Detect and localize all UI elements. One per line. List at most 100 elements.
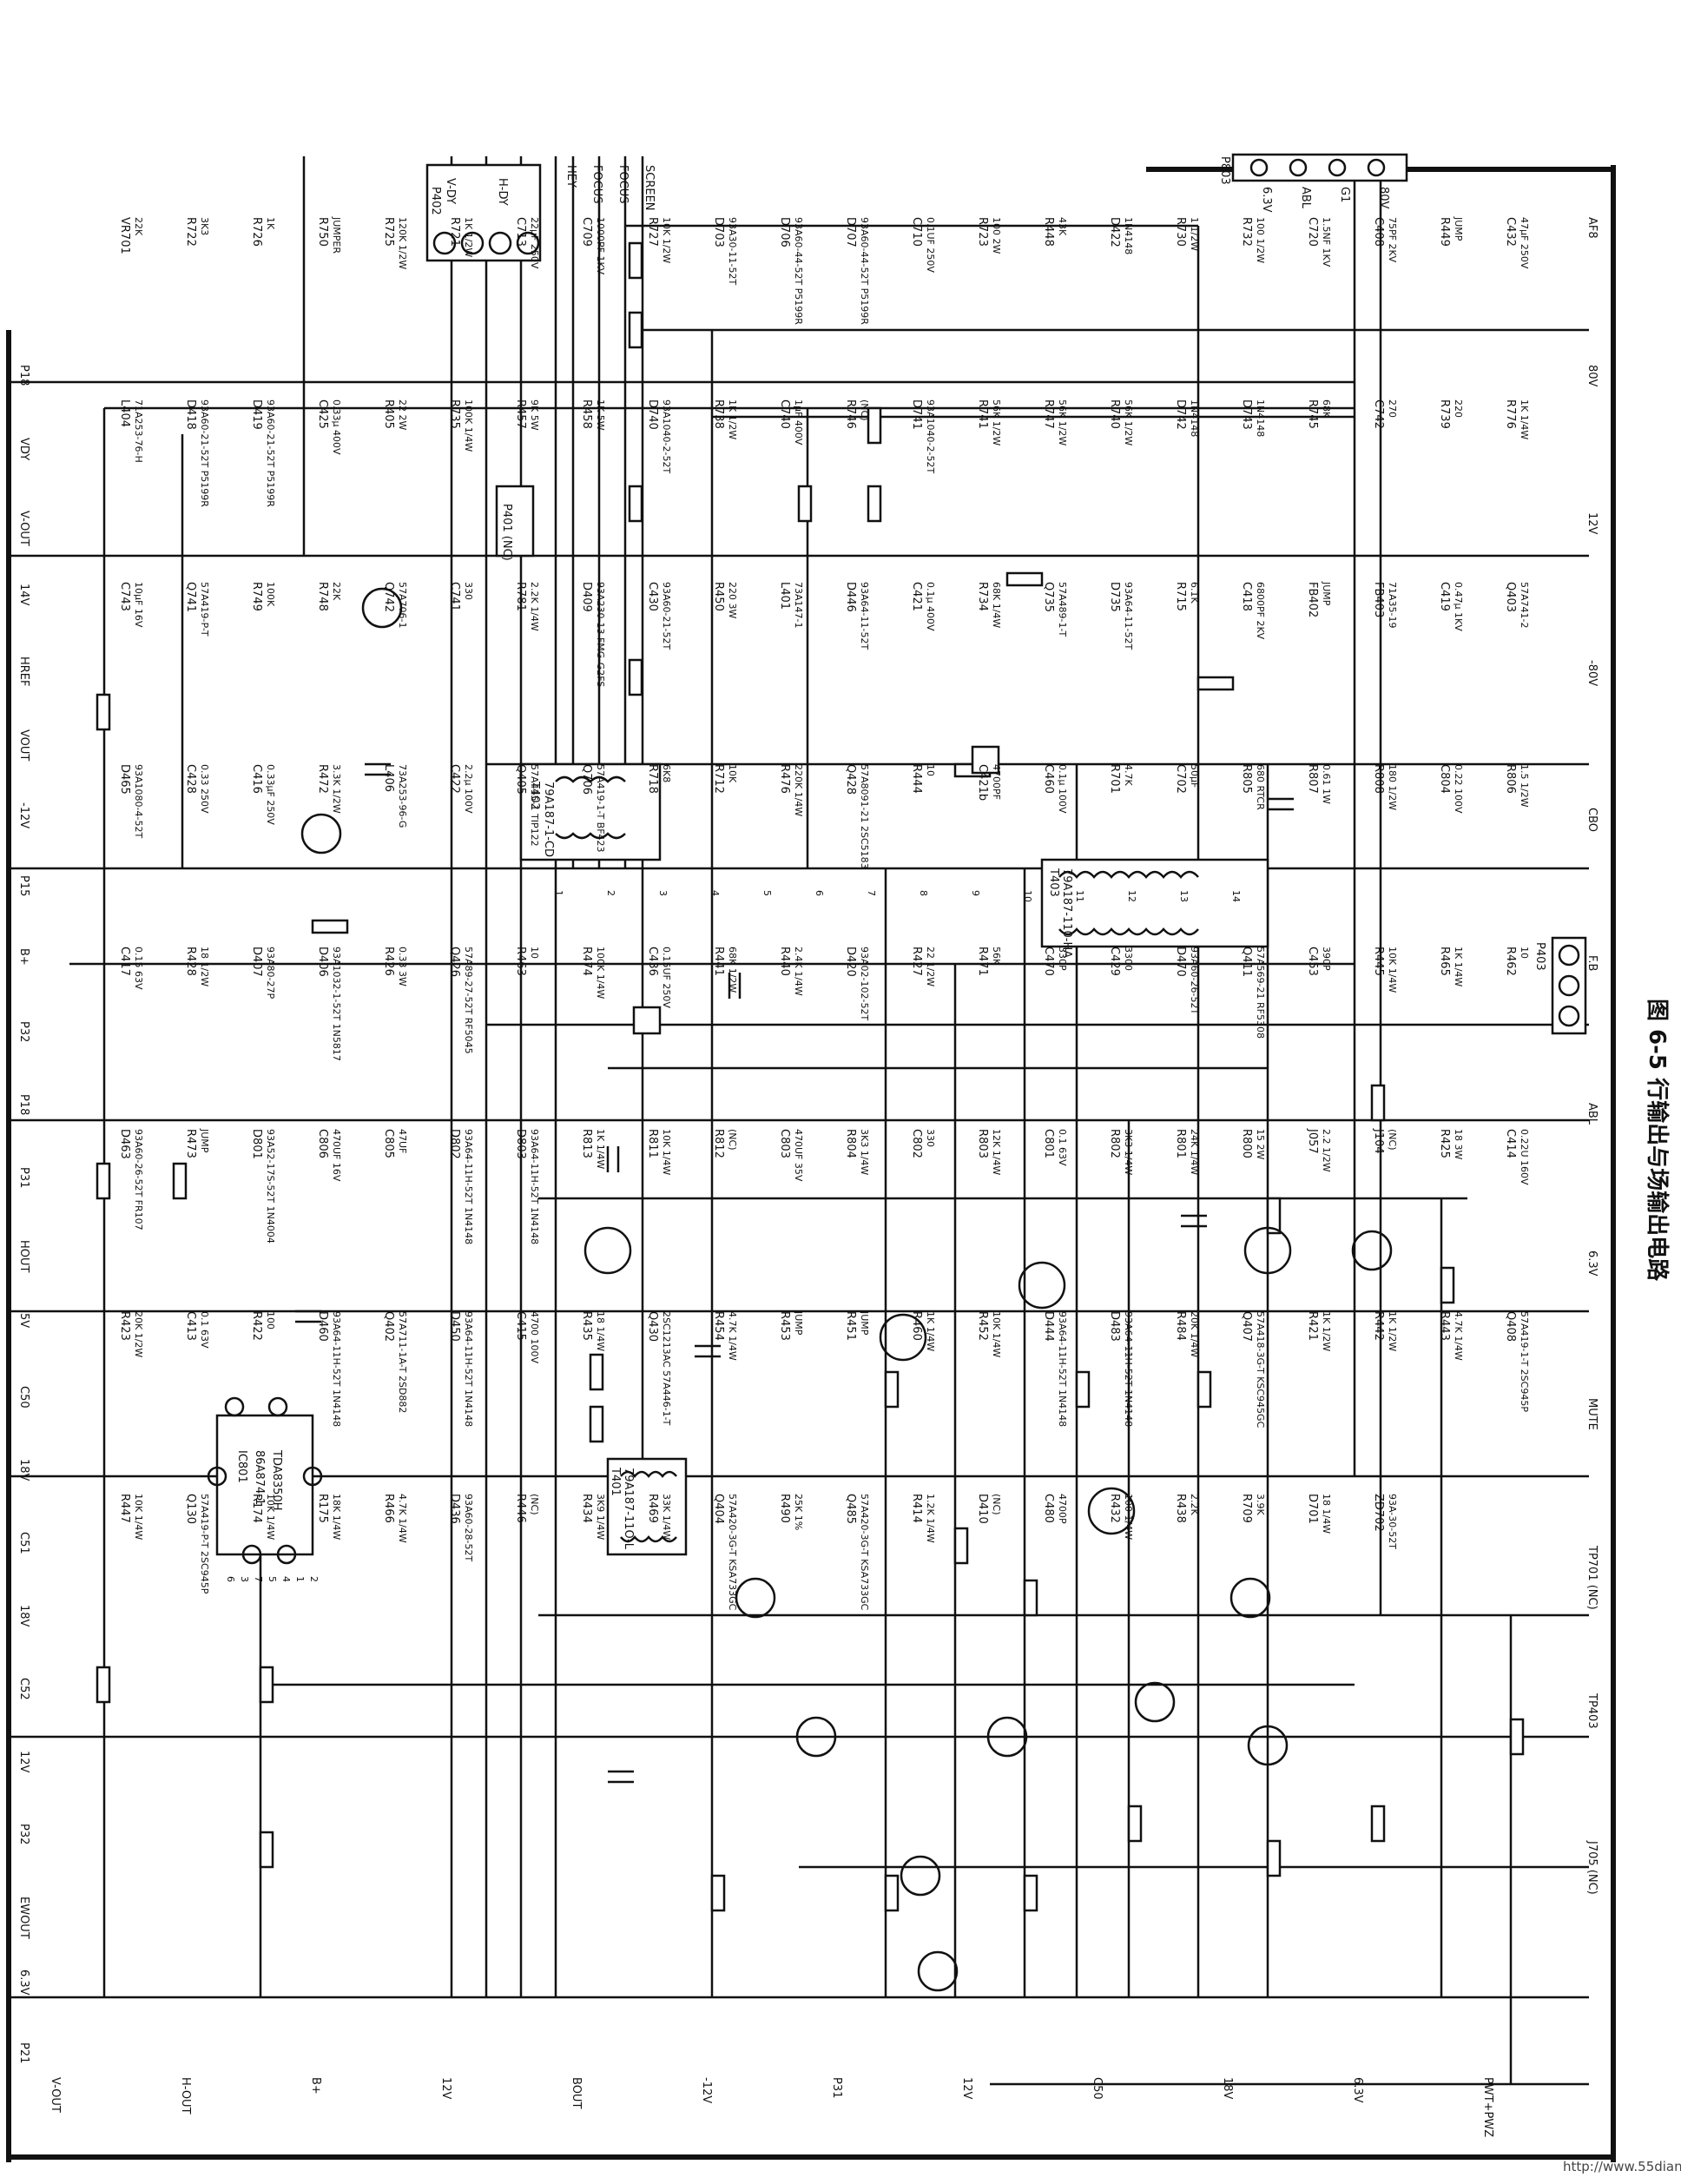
component-value-c432: 47μF 250V — [1519, 217, 1530, 269]
pin-number: 13 — [1178, 890, 1190, 902]
component-ref-j104: J104 — [1372, 1128, 1385, 1154]
t401-part: 79A187-11O-L — [622, 1468, 635, 1550]
component-ref-fb403: FB403 — [1372, 582, 1385, 617]
component-value-zd702: 93A-30-52T — [1387, 1494, 1398, 1549]
component-ref-q407: Q407 — [1240, 1311, 1253, 1342]
component-value-c415: 4700 100V — [529, 1311, 540, 1363]
component-ref-r453: R453 — [778, 1311, 791, 1341]
component-ref-r776: R776 — [1504, 399, 1517, 429]
component-ref-r465: R465 — [1438, 947, 1451, 976]
component-value-r414: 1.2K 1/4W — [925, 1494, 936, 1543]
component-ref-c470: C470 — [1042, 947, 1055, 976]
component-ref-d422: D422 — [1108, 217, 1121, 247]
component-value-r812: (NC) — [727, 1129, 738, 1151]
component-value-r466: 4.7K 1/4W — [397, 1494, 408, 1543]
component-value-r444: 10 — [925, 764, 936, 776]
component-ref-d703: D703 — [712, 217, 725, 247]
component-value-d802: 93A64-11H-52T 1N4148 — [463, 1129, 474, 1244]
left-net-label: P32 — [17, 1824, 30, 1844]
component-value-r421: 1K 1/2W — [1321, 1311, 1332, 1351]
component-value-r813: 1K 1/4W — [595, 1129, 606, 1169]
component-value-d701: 18 1/4W — [1321, 1494, 1332, 1534]
component-value-c408: 75PF 2KV — [1387, 217, 1398, 263]
component-value-c425: 0.33μ 400V — [331, 399, 342, 455]
connector-p403 — [1551, 936, 1587, 1035]
pin-number: 8 — [918, 890, 929, 896]
component-ref-q426: Q426 — [448, 947, 461, 977]
component-ref-q735: Q735 — [1042, 582, 1055, 612]
transformer-t401 — [606, 1457, 688, 1556]
component-ref-c408: C408 — [1372, 217, 1385, 247]
component-ref-r738: R738 — [712, 399, 725, 429]
component-ref-r471: R471 — [976, 947, 989, 976]
component-ref-d436: D436 — [448, 1494, 461, 1524]
component-value-r718: 6K8 — [661, 764, 672, 782]
left-net-label: HREF — [17, 657, 30, 687]
component-ref-d743: D743 — [1240, 399, 1253, 430]
component-ref-r425: R425 — [1438, 1129, 1451, 1158]
component-value-c418: 6800PF 2KV — [1255, 582, 1266, 640]
left-net-label: 14V — [17, 584, 30, 606]
component-value-r449: JUMP — [1453, 216, 1464, 241]
component-ref-r749: R749 — [250, 582, 263, 611]
bottom-net-label: -12V — [700, 2077, 713, 2103]
p402-pin-vdy: V-DY — [444, 178, 457, 204]
component-ref-c805: C805 — [382, 1129, 395, 1158]
component-value-r405: 22 2W — [397, 399, 408, 430]
right-net-label: CBO — [1585, 808, 1599, 832]
component-value-c742: 270 — [1387, 399, 1398, 418]
component-value-c806: 470UF 16V — [331, 1129, 342, 1182]
component-value-r469: 33K 1/4W — [661, 1494, 672, 1540]
t401-ref: T401 — [609, 1467, 622, 1496]
component-value-r741: 56K 1/2W — [991, 399, 1002, 445]
component-value-d419: 93A60-21-52T P5199R — [265, 399, 276, 507]
component-ref-r813: R813 — [580, 1129, 593, 1158]
component-ref-q742: Q742 — [382, 582, 395, 612]
component-ref-r442: R442 — [1372, 1311, 1385, 1341]
component-ref-r709: R709 — [1240, 1494, 1253, 1523]
component-value-fb403: 71A35-19 — [1387, 582, 1398, 629]
component-ref-c806: C806 — [316, 1129, 329, 1158]
component-value-r175: 18K 1/4W — [331, 1494, 342, 1540]
bottom-net-label: 6.3V — [1351, 2077, 1364, 2103]
crt-label: HEY — [564, 165, 577, 188]
component-value-r448: 43K — [1057, 217, 1068, 236]
component-ref-c460: C460 — [1042, 764, 1055, 794]
component-value-r422: 100 — [265, 1311, 276, 1330]
component-ref-r726: R726 — [250, 217, 263, 247]
component-ref-r443: R443 — [1438, 1311, 1451, 1341]
component-ref-q411: Q411 — [1240, 947, 1253, 977]
component-value-r749: 100K — [265, 582, 276, 607]
left-net-label: 6.3V — [17, 1970, 30, 1996]
component-value-r440: 2.4K 1/4W — [793, 947, 804, 996]
component-ref-r435: R435 — [580, 1311, 593, 1341]
component-value-r730: 1 1/2W — [1189, 217, 1200, 251]
bottom-net-label: 12V — [439, 2077, 452, 2100]
component-value-c416: 0.33μF 250V — [265, 764, 276, 825]
component-value-r808: 180 1/2W — [1387, 764, 1398, 810]
bottom-net-label: V-OUT — [49, 2077, 62, 2113]
left-net-label: B+ — [17, 948, 30, 966]
component-value-c710: 0.1UF 250V — [925, 217, 936, 273]
bottom-net-label: 12V — [960, 2077, 973, 2100]
component-value-r426: 0.33 3W — [397, 947, 408, 986]
component-ref-d406: D406 — [316, 947, 329, 977]
component-value-r807: 0.61 1W — [1321, 764, 1332, 804]
component-ref-d465: D465 — [118, 764, 131, 795]
component-value-vr701: 22K — [133, 217, 144, 236]
component-value-r452: 10K 1/4W — [991, 1311, 1002, 1357]
component-value-c414: 0.22U 160V — [1519, 1129, 1530, 1185]
component-value-q741: 57A419-P-T — [199, 582, 210, 637]
component-value-c743: 10μF 16V — [133, 582, 144, 628]
component-ref-c709: C709 — [580, 217, 593, 247]
component-ref-d483: D483 — [1108, 1311, 1121, 1342]
pin-number: 7 — [866, 890, 877, 896]
component-value-j104: (NC) — [1387, 1129, 1398, 1151]
figure-caption: 图 6-5 行输出与场输出电路 — [1644, 999, 1671, 1282]
left-net-label: 18V — [17, 1459, 30, 1481]
component-ref-r421: R421 — [1306, 1311, 1319, 1341]
component-ref-r449: R449 — [1438, 217, 1451, 247]
component-ref-r804: R804 — [844, 1129, 857, 1158]
left-net-label: C51 — [17, 1532, 30, 1554]
component-ref-r423: R423 — [118, 1311, 131, 1341]
